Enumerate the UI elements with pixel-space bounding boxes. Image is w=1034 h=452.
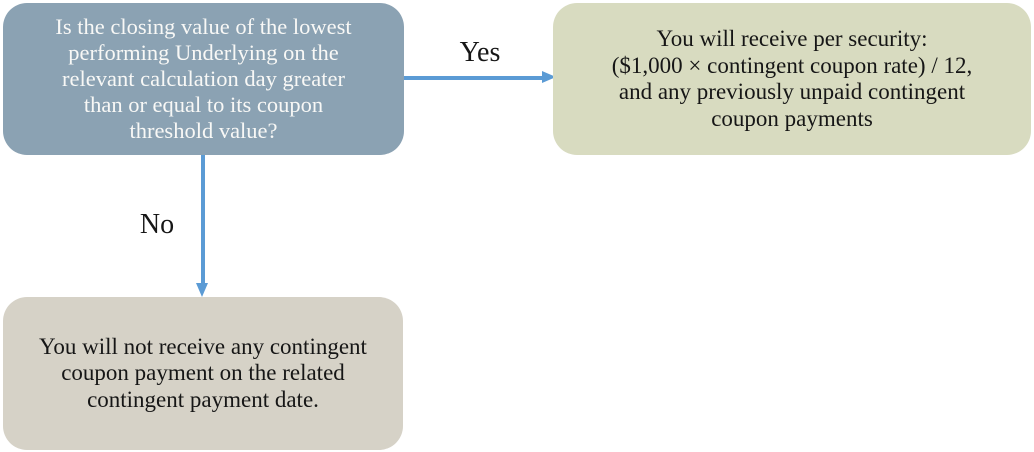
no-arrow-line <box>201 155 205 283</box>
no-arrowhead-icon <box>196 283 208 297</box>
yes-branch-label: Yes <box>459 37 501 68</box>
question-box-text: Is the closing value of the lowest perfo… <box>55 14 352 143</box>
no-result-text: You will not receive any contingent coup… <box>39 333 367 412</box>
yes-result-text: You will receive per security: ($1,000 ×… <box>611 26 973 131</box>
no-result-box: You will not receive any contingent coup… <box>3 297 403 450</box>
no-branch-label: No <box>139 209 175 240</box>
yes-arrowhead-icon <box>542 71 556 83</box>
question-box: Is the closing value of the lowest perfo… <box>3 3 404 155</box>
yes-result-box: You will receive per security: ($1,000 ×… <box>553 3 1031 155</box>
yes-arrow-line <box>404 76 542 80</box>
